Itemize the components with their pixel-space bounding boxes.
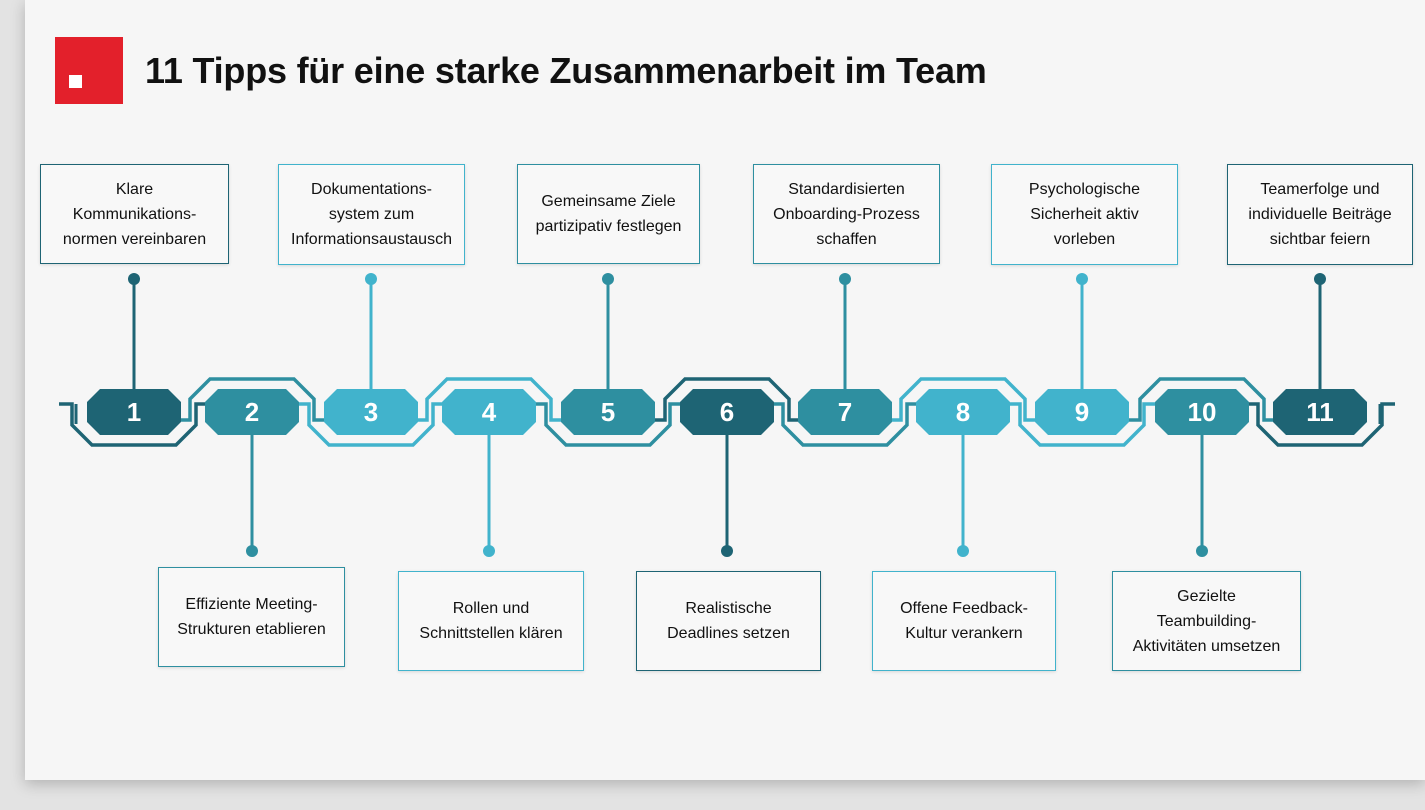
tip-box-8: Offene Feedback- Kultur verankern — [872, 571, 1056, 671]
connector-dot-6 — [721, 545, 733, 557]
hexagon-frame-3 — [296, 402, 446, 447]
page-title: 11 Tipps für eine starke Zusammenarbeit … — [145, 50, 987, 91]
step-number: 11 — [1306, 396, 1334, 427]
connector-dot-3 — [365, 273, 377, 285]
tip-box-9: Psychologische Sicherheit aktiv vorleben — [991, 164, 1178, 265]
logo-square-icon — [69, 75, 82, 88]
step-number: 1 — [126, 396, 142, 427]
hexagon-frame-6 — [652, 377, 802, 422]
tip-box-7: Standardisierten Onboarding-Prozess scha… — [753, 164, 940, 264]
step-hexagon-2 — [205, 389, 299, 435]
connector-dot-4 — [483, 545, 495, 557]
step-hexagon-3 — [324, 389, 418, 435]
step-number: 8 — [955, 396, 971, 427]
tip-box-10: Gezielte Teambuilding- Aktivitäten umset… — [1112, 571, 1301, 671]
step-hexagon-8 — [916, 389, 1010, 435]
step-number: 2 — [244, 396, 260, 427]
step-hexagon-10 — [1155, 389, 1249, 435]
step-hexagon-5 — [561, 389, 655, 435]
tip-box-2: Effiziente Meeting- Strukturen etabliere… — [158, 567, 345, 667]
connector-dot-1 — [128, 273, 140, 285]
hexagon-frame-10 — [1127, 377, 1277, 422]
step-hexagon-6 — [680, 389, 774, 435]
connector-dot-2 — [246, 545, 258, 557]
tip-box-1: Klare Kommunikations- normen vereinbaren — [40, 164, 229, 264]
step-hexagon-11 — [1273, 389, 1367, 435]
step-number: 7 — [837, 396, 853, 427]
step-hexagon-4 — [442, 389, 536, 435]
hexagon-frame-2 — [177, 377, 327, 422]
tip-box-3: Dokumentations- system zum Informationsa… — [278, 164, 465, 265]
step-number: 4 — [481, 396, 497, 427]
tip-box-6: Realistische Deadlines setzen — [636, 571, 821, 671]
connector-dot-11 — [1314, 273, 1326, 285]
tip-box-5: Gemeinsame Ziele partizipativ festlegen — [517, 164, 700, 264]
step-hexagon-1 — [87, 389, 181, 435]
connector-dot-7 — [839, 273, 851, 285]
step-hexagon-7 — [798, 389, 892, 435]
tip-box-11: Teamerfolge und individuelle Beiträge si… — [1227, 164, 1413, 265]
hexagon-frame-11 — [1245, 402, 1395, 447]
tip-box-4: Rollen und Schnittstellen klären — [398, 571, 584, 671]
hexagon-frame-5 — [533, 402, 683, 447]
hexagon-frame-7 — [770, 402, 920, 447]
brand-logo — [55, 37, 123, 104]
step-number: 9 — [1074, 396, 1090, 427]
step-number: 10 — [1187, 396, 1217, 427]
connector-dot-8 — [957, 545, 969, 557]
step-hexagon-9 — [1035, 389, 1129, 435]
hexagon-frame-9 — [1007, 402, 1157, 447]
step-number: 3 — [363, 396, 379, 427]
connector-dot-5 — [602, 273, 614, 285]
hexagon-frame-8 — [888, 377, 1038, 422]
connector-dot-9 — [1076, 273, 1088, 285]
step-number: 5 — [600, 396, 616, 427]
hexagon-frame-1 — [59, 402, 209, 447]
hexagon-frame-4 — [414, 377, 564, 422]
step-number: 6 — [719, 396, 735, 427]
connector-dot-10 — [1196, 545, 1208, 557]
